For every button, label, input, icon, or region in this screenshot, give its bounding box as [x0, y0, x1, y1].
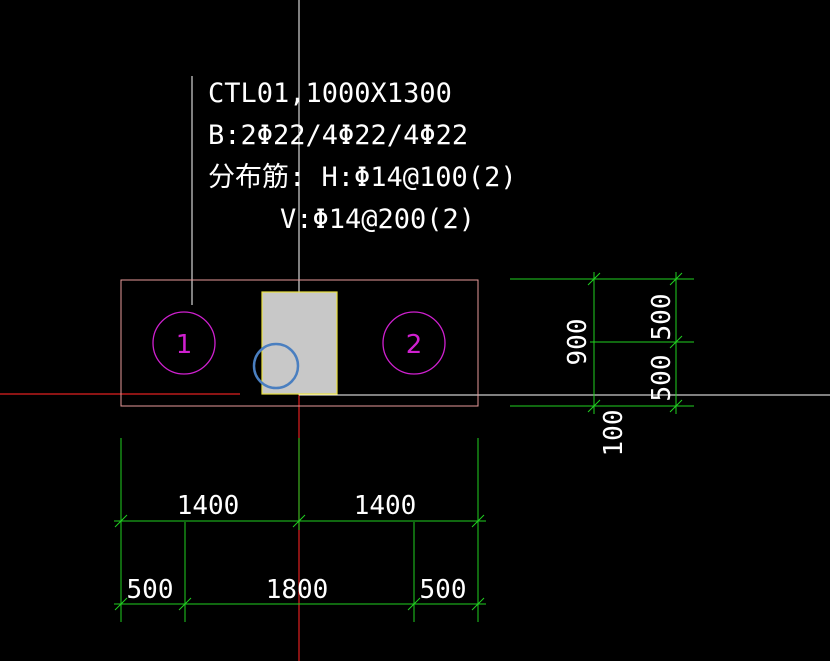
dim-side-offset: 100: [599, 410, 629, 457]
dim-side-total: 900: [563, 319, 593, 366]
pile-circle-2[interactable]: [382, 311, 446, 375]
side-dimension-lines: [510, 272, 694, 414]
dim-side-lower: 500: [647, 355, 677, 402]
pile-label-1: 1: [176, 330, 193, 360]
pile-label-2: 2: [406, 330, 423, 360]
annotation-line-1: CTL01,1000X1300: [208, 78, 452, 109]
dim-side-upper: 500: [647, 294, 677, 341]
dim-bottom-right: 500: [420, 575, 467, 605]
cursor-circle: [252, 342, 300, 390]
annotation-line-4: V:Φ14@200(2): [280, 204, 475, 235]
dim-bottom-left: 500: [127, 575, 174, 605]
annotation-line-2: B:2Φ22/4Φ22/4Φ22: [208, 120, 468, 151]
dim-bottom-mid: 1800: [266, 575, 329, 605]
dim-top-right: 1400: [354, 491, 417, 521]
annotation-line-3: 分布筋: H:Φ14@100(2): [208, 162, 517, 193]
pile-circle-1[interactable]: [152, 311, 216, 375]
pile-cap-outline[interactable]: [120, 279, 479, 407]
dim-top-left: 1400: [177, 491, 240, 521]
bottom-dimension-lines: [114, 438, 486, 622]
